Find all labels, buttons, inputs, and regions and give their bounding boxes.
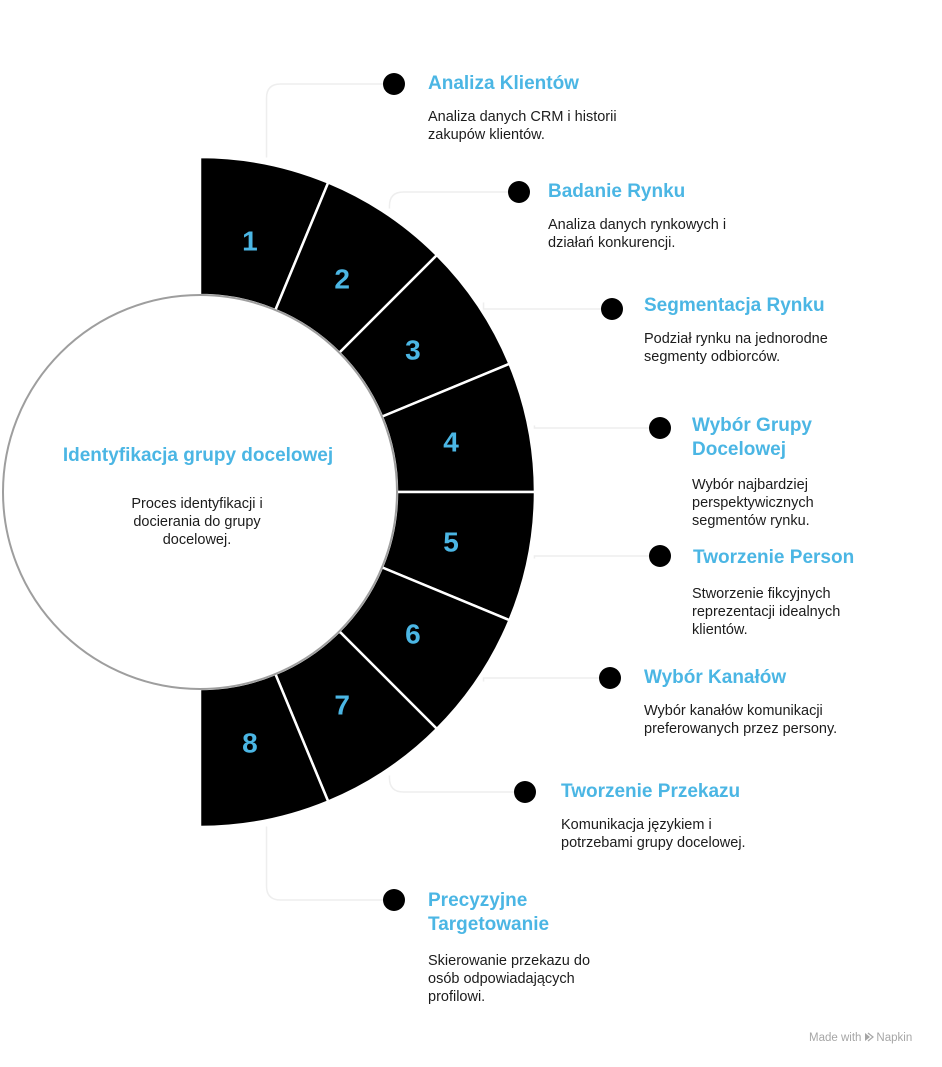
connector-line-2 — [388, 191, 519, 209]
step-description: Wybór kanałów komunikacji preferowanych … — [644, 703, 838, 737]
watermark-brand: Napkin — [876, 1032, 913, 1044]
step-description: Komunikacja językiem i potrzebami grupy … — [561, 817, 746, 851]
step-description: Analiza danych CRM i historii zakupów kl… — [428, 109, 617, 143]
step-title: Segmentacja Rynku — [644, 295, 825, 316]
step-description: Podział rynku na jednorodne segmenty odb… — [644, 331, 828, 365]
segment-number-3: 3 — [405, 334, 421, 365]
step-description: Wybór najbardziej perspektywicznych segm… — [692, 477, 814, 529]
step-marker-dot-5 — [649, 545, 671, 567]
napkin-logo-icon — [865, 1032, 875, 1042]
connector-line-1 — [265, 83, 394, 158]
center-title: Identyfikacja grupy docelowej — [62, 445, 334, 466]
step-marker-dot-1 — [383, 73, 405, 95]
step-title: Analiza Klientów — [428, 73, 579, 94]
napkin-watermark: Made with Napkin — [809, 1032, 912, 1044]
connector-line-5 — [533, 555, 660, 559]
center-description: Proces identyfikacji i docierania do gru… — [131, 496, 263, 548]
step-title: Precyzyjne Targetowanie — [428, 890, 550, 935]
step-marker-dot-3 — [601, 298, 623, 320]
segment-number-2: 2 — [334, 264, 350, 295]
step-title: Tworzenie Przekazu — [561, 781, 741, 802]
step-title: Badanie Rynku — [548, 181, 686, 202]
step-marker-dot-7 — [514, 781, 536, 803]
step-title: Tworzenie Person — [693, 547, 855, 568]
watermark-prefix: Made with — [809, 1032, 862, 1044]
connector-line-3 — [482, 302, 612, 310]
step-description: Skierowanie przekazu do osób odpowiadają… — [428, 953, 591, 1005]
step-title: Wybór Grupy Docelowej — [692, 415, 812, 460]
segment-number-7: 7 — [334, 689, 350, 720]
step-description: Analiza danych rynkowych i działań konku… — [548, 217, 727, 251]
segment-number-1: 1 — [242, 225, 258, 256]
step-marker-dot-4 — [649, 417, 671, 439]
center-circle — [2, 294, 398, 690]
segment-number-4: 4 — [443, 427, 459, 458]
segment-number-5: 5 — [443, 526, 459, 557]
connector-line-7 — [388, 775, 525, 793]
segment-number-6: 6 — [405, 619, 421, 650]
step-marker-dot-6 — [599, 667, 621, 689]
connector-line-8 — [265, 826, 394, 901]
step-description: Stworzenie fikcyjnych reprezentacji idea… — [692, 586, 841, 638]
step-marker-dot-2 — [508, 181, 530, 203]
step-title: Wybór Kanałów — [644, 667, 787, 688]
connector-line-4 — [533, 425, 660, 429]
segment-number-8: 8 — [242, 728, 258, 759]
step-marker-dot-8 — [383, 889, 405, 911]
connector-line-6 — [482, 677, 610, 682]
